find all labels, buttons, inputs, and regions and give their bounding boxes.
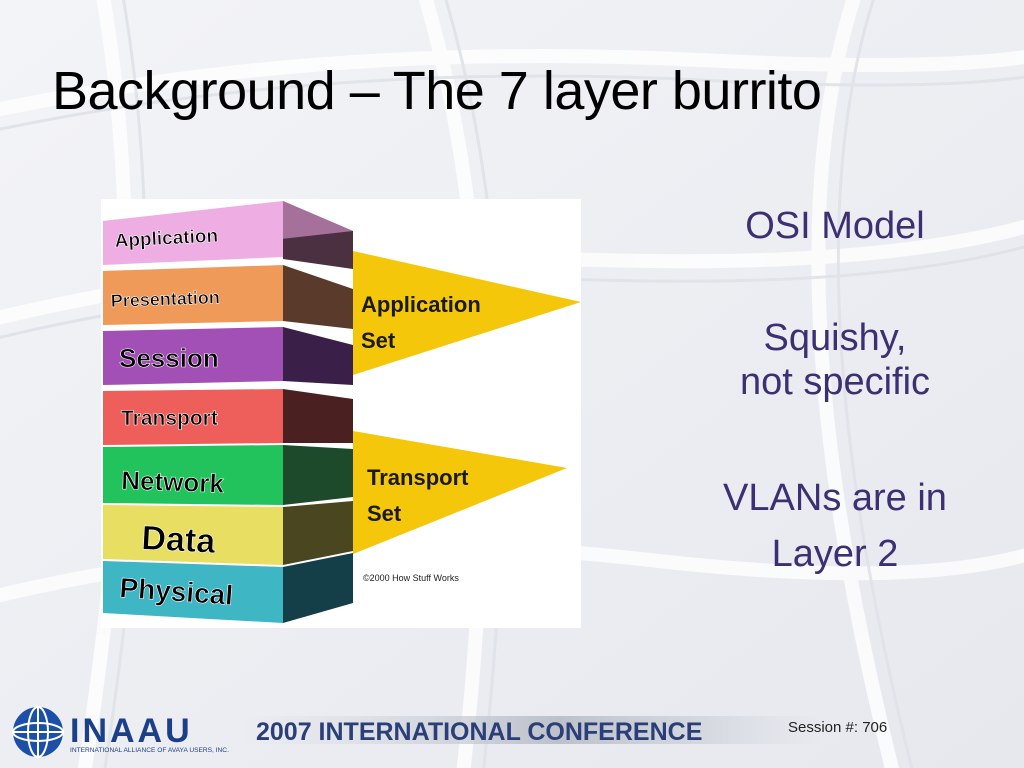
transport-set-arrow (353, 431, 567, 554)
conference-name: 2007 INTERNATIONAL CONFERENCE (256, 718, 702, 746)
layer-network (103, 445, 353, 505)
application-set-arrow (353, 251, 581, 375)
transport-set-label: Transport Set (367, 465, 475, 526)
layer-label-session: Session (119, 343, 219, 373)
layer-session (103, 327, 353, 385)
layer-presentation (103, 265, 353, 329)
application-set-label: Application Set (361, 292, 487, 353)
layer-physical (103, 553, 353, 623)
logo-wordmark: INAAU (70, 712, 193, 750)
copyright-text: ©2000 How Stuff Works (363, 573, 459, 583)
osi-layer-diagram: Application Presentation Session Transpo… (101, 199, 581, 628)
bullet-squishy: Squishy,not specific (739, 317, 931, 403)
layer-label-transport: Transport (121, 407, 218, 430)
layer-data (103, 501, 353, 565)
slide-title: Background – The 7 layer burrito (52, 61, 822, 121)
layer-transport (103, 389, 353, 445)
layer-label-network: Network (121, 465, 225, 499)
session-number: Session #: 706 (788, 719, 888, 736)
layer-application (103, 201, 353, 269)
layer-label-data: Data (141, 519, 218, 561)
bullet-osi-model: OSI Model (745, 205, 925, 247)
layer-label-presentation: Presentation (110, 287, 220, 311)
logo-subtitle: INTERNATIONAL ALLIANCE OF AVAYA USERS, I… (70, 747, 229, 754)
footer-banner: INAAU INTERNATIONAL ALLIANCE OF AVAYA US… (12, 706, 820, 758)
globe-icon (12, 706, 64, 758)
